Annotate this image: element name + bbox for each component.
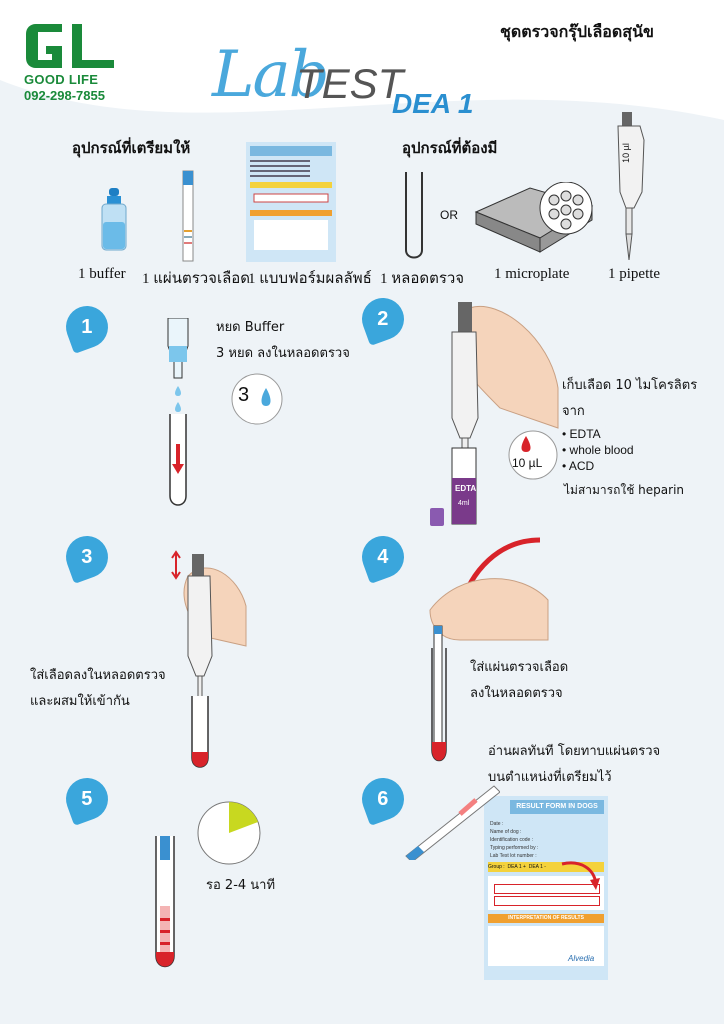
result-form-interpretation: INTERPRETATION OF RESULTS (488, 914, 604, 923)
step-2-line1: เก็บเลือด 10 ไมโครลิตร (562, 378, 698, 393)
result-form: RESULT FORM IN DOGS Date : Name of dog :… (484, 796, 608, 980)
step-5-tube-illustration (155, 836, 175, 968)
pipette-icon (617, 112, 645, 261)
step-1-line2: 3 หยด ลงในหลอดตรวจ (216, 346, 350, 361)
item-label-pipette: 1 pipette (608, 266, 661, 282)
microplate-icon (474, 182, 594, 253)
step-2-bullet-2: • whole blood (562, 443, 634, 457)
placement-arrow-icon (561, 861, 600, 890)
step-5-wait: รอ 2-4 นาที (206, 878, 276, 893)
page-title: ชุดตรวจกรุ๊ปเลือดสุนัข (500, 22, 654, 41)
test-tube-icon (405, 172, 423, 259)
product-logo-lab: Lab (212, 38, 330, 112)
step-3-line1: ใส่เลือดลงในหลอดตรวจ (30, 668, 166, 683)
step-2-line2: จาก (562, 404, 585, 419)
item-label-form: 1 แบบฟอร์มผลลัพธ์ (248, 271, 372, 287)
test-strip-icon (182, 170, 194, 262)
edta-tube-ml: 4ml (458, 500, 470, 507)
drop-count: 3 (238, 384, 250, 406)
pipette-volume: 10 µl (620, 143, 631, 163)
step-1-illustration (167, 318, 189, 506)
result-form-title: RESULT FORM IN DOGS (510, 800, 604, 814)
result-form-maker: Alvedia (568, 954, 595, 963)
blood-drop-icon (508, 430, 558, 480)
required-heading: อุปกรณ์ที่ต้องมี (402, 139, 498, 157)
step-2-bullet-3: • ACD (562, 459, 595, 473)
step-1-line1: หยด Buffer (216, 320, 285, 335)
step-6-line1: อ่านผลทันที โดยทาบแผ่นตรวจ (488, 744, 661, 759)
step-4-line1: ใส่แผ่นตรวจเลือด (470, 660, 569, 675)
step-2-illustration (430, 302, 559, 526)
provided-heading: อุปกรณ์ที่เตรียมให้ (72, 139, 191, 157)
result-form-interpretation-box (488, 926, 604, 966)
good-life-logo-icon (26, 24, 114, 68)
item-label-buffer: 1 buffer (78, 266, 126, 282)
step-2-bullet-1: • EDTA (562, 427, 601, 441)
brand-name: GOOD LIFE (24, 72, 99, 87)
item-label-microplate: 1 microplate (494, 266, 570, 282)
product-logo-dea: DEA 1 (392, 88, 474, 119)
step-3-line2: และผสมให้เข้ากัน (30, 694, 130, 709)
buffer-bottle-icon (101, 188, 127, 251)
step-6-line2: บนตำแหน่งที่เตรียมไว้ (488, 770, 612, 785)
step-4-line2: ลงในหลอดตรวจ (470, 686, 563, 701)
brand-phone: 092-298-7855 (24, 88, 105, 103)
step-4-illustration (429, 537, 549, 762)
step-2-note: ไม่สามารถใช้ heparin (564, 483, 685, 497)
result-form-thumbnail (246, 142, 336, 262)
step-6-strip-illustration (405, 785, 500, 860)
result-form-group-row: Group : DEA 1 + DEA 1 - (488, 862, 604, 872)
step-3-illustration (171, 550, 247, 768)
item-label-tube: 1 หลอดตรวจ (380, 271, 465, 287)
item-label-strip: 1 แผ่นตรวจเลือด (142, 271, 251, 287)
product-logo-test: TEST (296, 60, 404, 107)
or-text: OR (440, 208, 458, 222)
result-form-strip-area (488, 876, 604, 910)
timer-icon (197, 801, 261, 865)
blood-volume: 10 µL (512, 456, 543, 470)
result-form-fields: Date : Name of dog : Identification code… (490, 821, 539, 859)
edta-tube-label: EDTA (455, 484, 477, 493)
three-drops-icon (231, 373, 283, 425)
